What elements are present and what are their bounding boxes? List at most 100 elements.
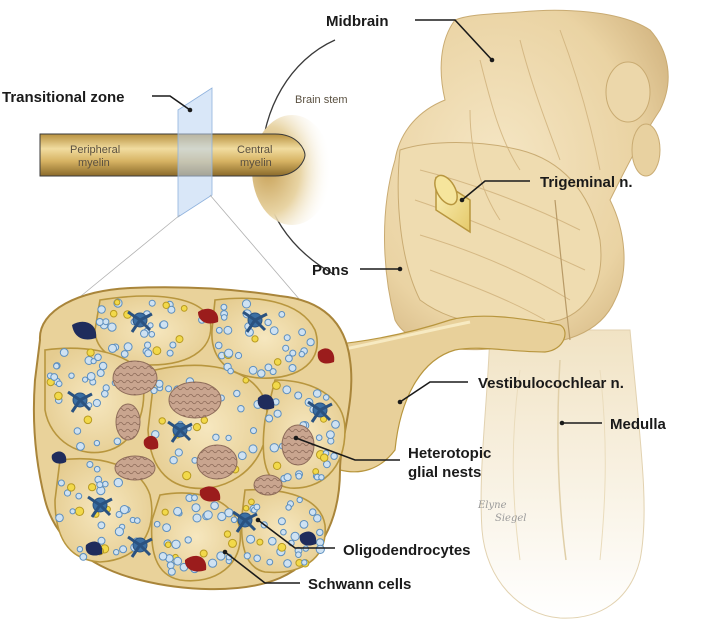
axon	[309, 509, 316, 516]
label-central-myelin-1: Central	[237, 144, 272, 156]
label-pons: Pons	[312, 262, 349, 279]
glial-nest	[169, 382, 221, 418]
axon	[96, 319, 103, 326]
label-heterotopic-2: glial nests	[408, 464, 481, 481]
axon	[299, 352, 304, 357]
axon	[167, 350, 173, 356]
axon	[115, 300, 120, 305]
axon	[149, 300, 155, 306]
axon	[235, 352, 241, 358]
axon	[221, 315, 227, 321]
axon	[324, 461, 331, 468]
axon	[77, 547, 82, 552]
axon	[286, 505, 291, 510]
axon	[159, 553, 167, 561]
axon	[121, 351, 128, 358]
axon	[84, 416, 92, 424]
label-vestibulocochlear: Vestibulocochlear n.	[478, 375, 624, 392]
axon	[273, 382, 281, 390]
axon	[332, 421, 340, 429]
axon	[211, 502, 219, 510]
axon	[251, 428, 257, 434]
axon	[192, 495, 198, 501]
axon	[192, 504, 200, 512]
axon	[145, 350, 152, 357]
glial-nest	[282, 425, 314, 465]
axon	[249, 366, 257, 374]
axon	[278, 518, 285, 525]
axon	[257, 539, 263, 545]
axon	[175, 449, 182, 456]
axon	[114, 478, 122, 486]
axon	[160, 321, 168, 329]
axon	[56, 514, 64, 522]
axon	[185, 537, 191, 543]
axon	[87, 462, 93, 468]
axon	[159, 418, 165, 424]
axon	[316, 545, 324, 553]
artist-signature-1: Elyne	[477, 500, 507, 511]
axon	[193, 424, 200, 431]
axon	[74, 428, 81, 435]
axon	[120, 506, 128, 514]
axon	[76, 493, 82, 499]
axon	[109, 344, 117, 352]
axon	[319, 475, 324, 480]
axon	[75, 507, 83, 515]
axon	[224, 531, 230, 537]
axon	[89, 484, 96, 491]
axon	[114, 550, 119, 555]
axon	[238, 452, 246, 460]
axon	[299, 329, 306, 336]
axon	[266, 415, 273, 422]
axon	[87, 373, 95, 381]
axon	[269, 537, 277, 545]
axon	[279, 312, 285, 318]
axon	[278, 543, 286, 551]
axon	[249, 445, 257, 453]
axon	[283, 345, 289, 351]
axon	[114, 438, 121, 445]
axon	[58, 480, 64, 486]
axon	[70, 509, 75, 514]
axon	[238, 406, 244, 412]
axon	[274, 410, 281, 417]
axon	[221, 304, 227, 310]
axon	[93, 399, 100, 406]
axon	[94, 466, 100, 472]
axon	[168, 568, 175, 575]
axon	[316, 435, 322, 441]
axon	[209, 559, 217, 567]
axon	[55, 392, 63, 400]
axon	[80, 554, 87, 561]
axon	[213, 434, 219, 440]
axon	[242, 300, 250, 308]
glial-nest	[113, 361, 157, 395]
axon	[331, 453, 337, 459]
axon	[201, 417, 207, 423]
label-transitional-zone: Transitional zone	[2, 89, 125, 106]
axon	[289, 365, 296, 372]
axon	[87, 349, 94, 356]
glial-nest	[115, 456, 155, 480]
axon	[323, 395, 329, 401]
axon	[204, 511, 212, 519]
axon	[291, 532, 299, 540]
axon	[145, 342, 151, 348]
axon	[290, 350, 296, 356]
axon	[124, 343, 132, 351]
axon	[176, 336, 183, 343]
axon	[284, 335, 290, 341]
label-schwann-cells: Schwann cells	[308, 576, 411, 593]
axon	[300, 521, 308, 529]
axon	[270, 444, 278, 452]
axon	[284, 560, 292, 568]
axon	[296, 473, 302, 479]
axon	[115, 528, 123, 536]
label-peripheral-myelin-1: Peripheral	[70, 144, 120, 156]
axon	[154, 521, 160, 527]
axon	[314, 515, 321, 522]
artist-signature-2: Siegel	[495, 513, 526, 524]
axon	[249, 499, 255, 505]
axon	[215, 342, 222, 349]
